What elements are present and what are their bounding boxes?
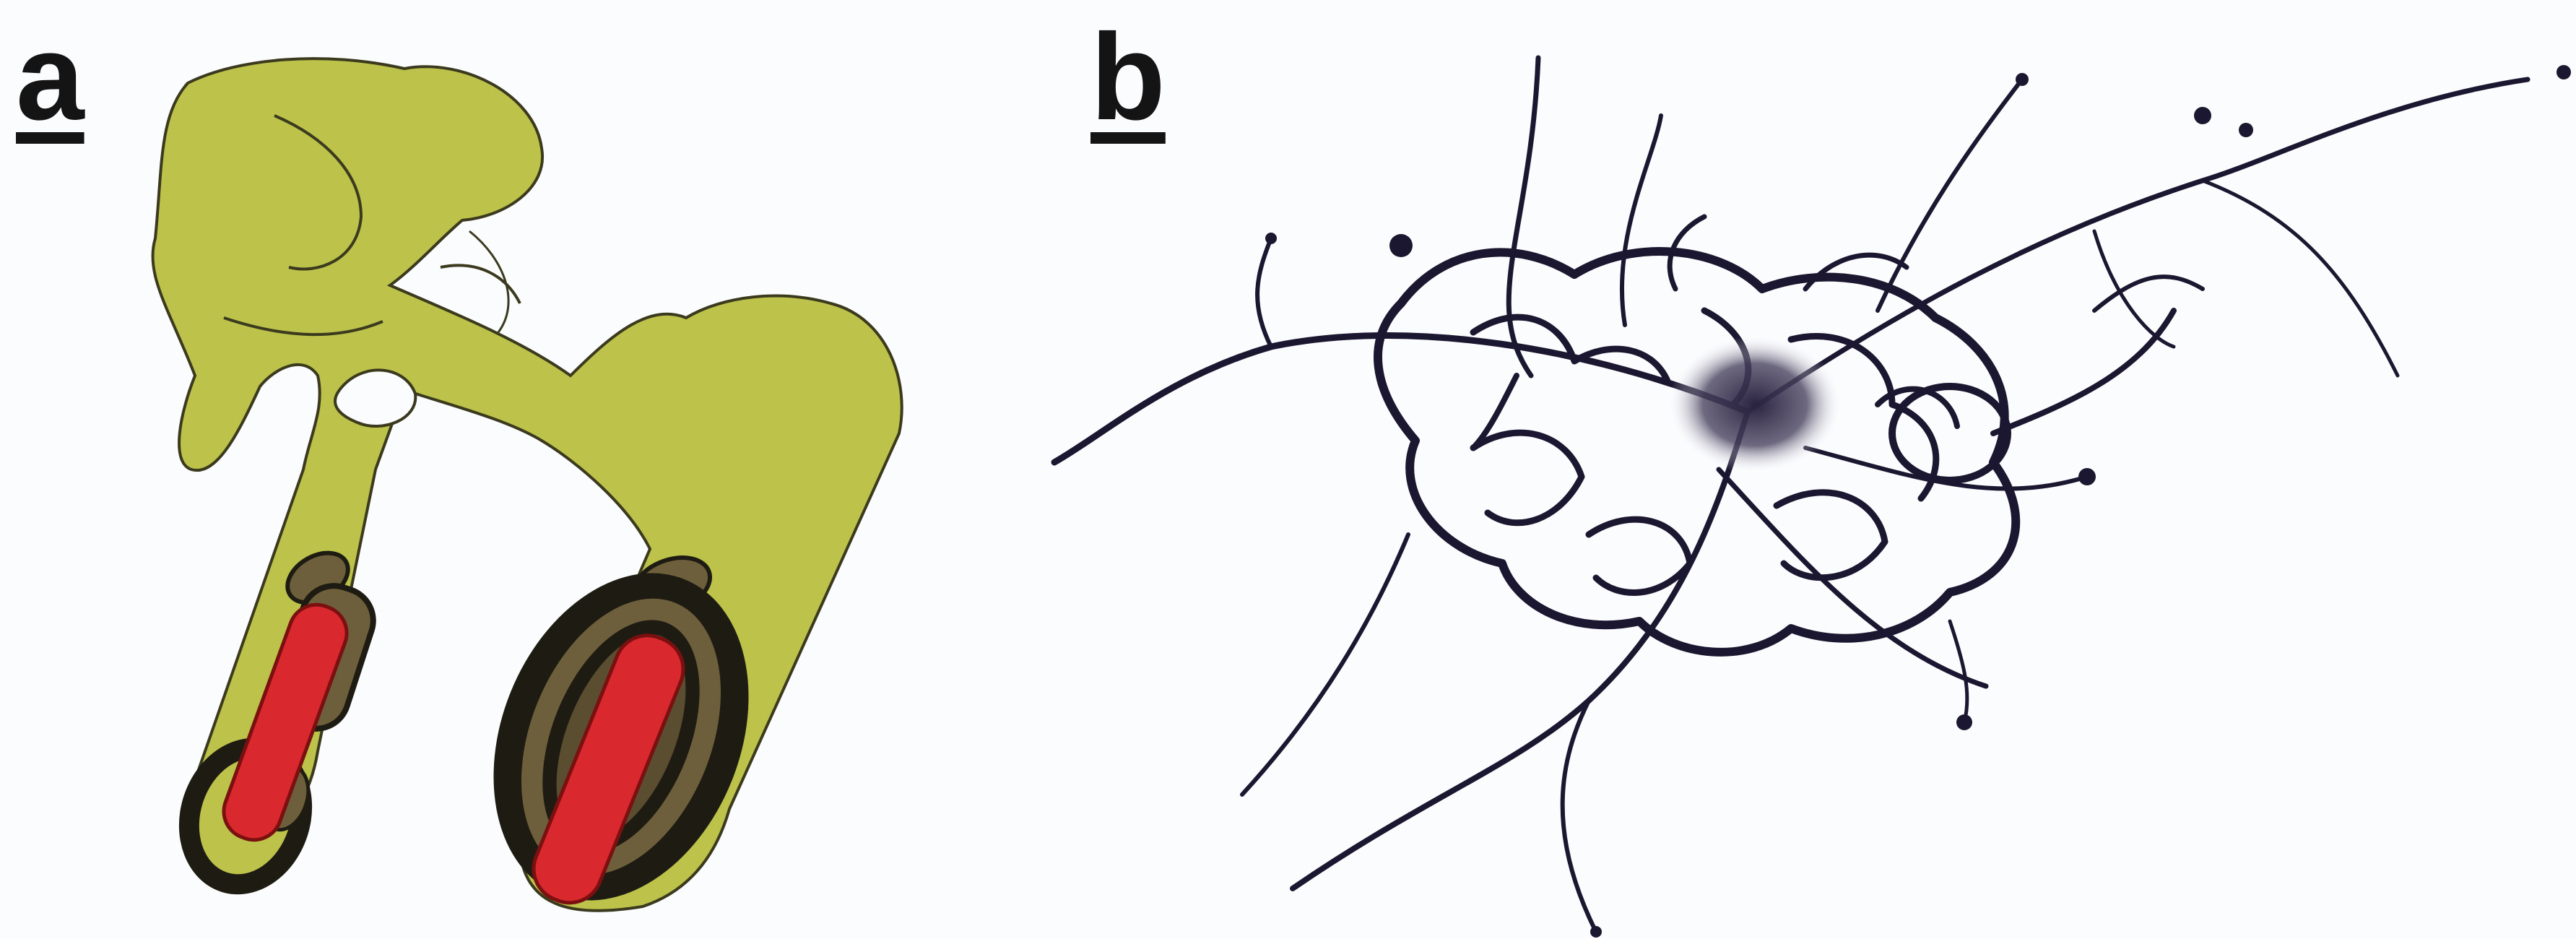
cell-soma xyxy=(1668,336,1842,473)
